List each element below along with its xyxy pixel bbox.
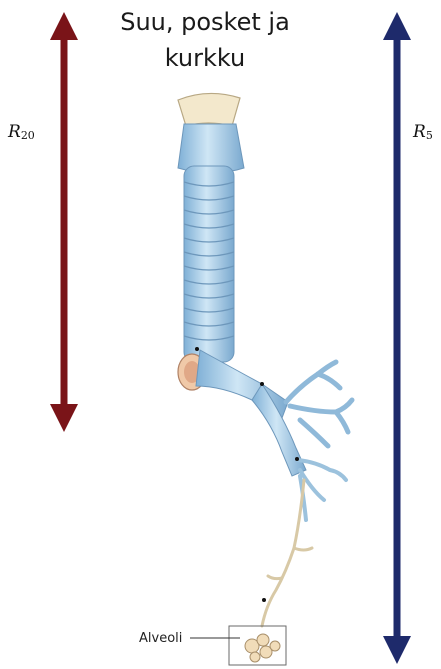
upper-branches [286,362,352,446]
larynx-illustration [178,93,244,173]
trachea-illustration [184,166,234,362]
alveoli-label: Alveoli [139,631,182,646]
left-resistance-arrow [50,12,78,432]
alveoli-cluster [229,626,286,665]
right-resistance-arrow [383,12,411,664]
main-bronchus [196,350,306,476]
